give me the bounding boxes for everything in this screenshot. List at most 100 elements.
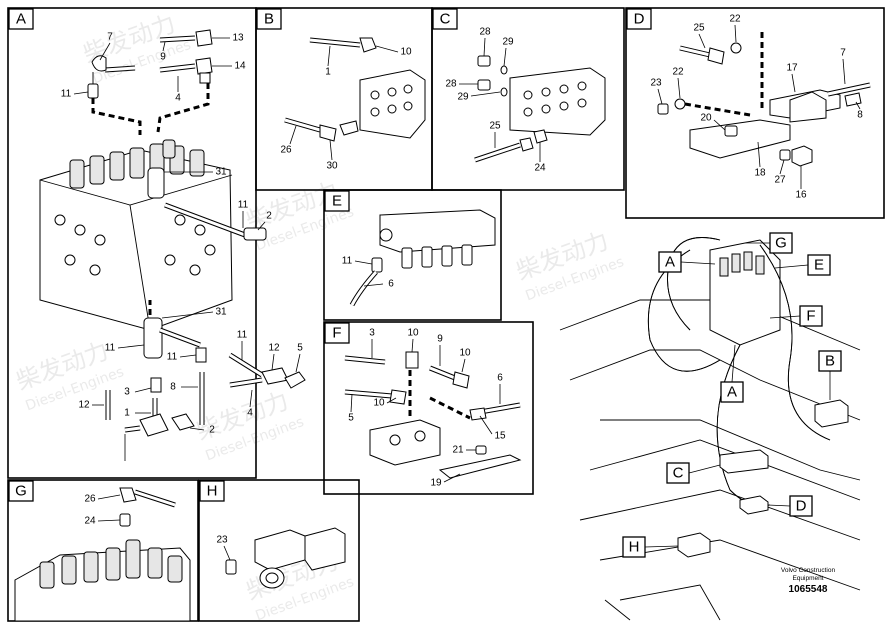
callout: 23 — [216, 535, 228, 546]
callout: 29 — [457, 92, 469, 103]
callout: 10 — [459, 348, 471, 359]
panel-tag-h: H — [199, 480, 225, 502]
svg-text:C: C — [673, 465, 684, 482]
svg-text:G: G — [775, 235, 787, 252]
panel-f-drawing — [344, 351, 522, 479]
panel-a-drawing — [39, 29, 306, 437]
panel-b-callouts: 10 1 26 30 — [280, 45, 412, 172]
callout: 25 — [489, 121, 501, 132]
svg-text:A: A — [665, 254, 675, 271]
callout: 14 — [234, 61, 246, 72]
panel-tag-c: C — [432, 8, 458, 30]
panel-c-frame — [431, 7, 625, 191]
callout: 11 — [167, 352, 178, 363]
svg-text:B: B — [825, 353, 835, 370]
footer-company-sub: Equipment — [792, 575, 823, 582]
overview-drawing — [559, 237, 861, 621]
callout: 25 — [693, 23, 705, 34]
panel-e-drawing — [349, 209, 496, 307]
panel-g-drawing — [14, 487, 191, 622]
callout: 27 — [774, 175, 786, 186]
panel-e-frame — [323, 189, 502, 321]
panel-tag-g: G — [8, 480, 34, 502]
callout: 1 — [325, 67, 331, 78]
callout: 7 — [107, 32, 113, 43]
callout: 28 — [445, 79, 457, 90]
callout: 17 — [786, 63, 798, 74]
panel-c-callouts: 28 29 28 29 25 24 — [445, 27, 546, 174]
svg-text:A: A — [727, 384, 737, 401]
overview-tags: A G E F B A C D H — [622, 232, 842, 558]
callout: 20 — [700, 113, 712, 124]
callout: 9 — [437, 334, 443, 345]
panel-d-frame — [625, 7, 885, 219]
panel-a-frame — [7, 7, 257, 479]
valve-ports — [54, 214, 216, 276]
overview-tag-a-bottom: A — [720, 344, 744, 403]
panel-b-drawing — [284, 37, 426, 142]
svg-text:G: G — [15, 483, 27, 500]
callout: 10 — [400, 47, 412, 58]
callout: 5 — [297, 343, 303, 354]
overview-tag-c: C — [666, 462, 721, 484]
callout: 15 — [494, 431, 506, 442]
footer-doc-number: 1065548 — [789, 584, 828, 595]
panel-tag-d: D — [626, 8, 652, 30]
callout: 29 — [502, 37, 514, 48]
callout: 11 — [342, 256, 353, 267]
callout: 5 — [348, 413, 354, 424]
callout: 22 — [729, 14, 741, 25]
callout: 11 — [61, 89, 72, 100]
callout: 6 — [388, 279, 394, 290]
callout: 3 — [369, 328, 375, 339]
panel-f-callouts: 3 10 9 10 6 5 10 15 21 19 — [348, 328, 506, 489]
footer-company: Volvo Construction — [781, 567, 836, 574]
callout: 11 — [237, 330, 248, 341]
block-holes — [523, 81, 587, 117]
callout: 31 — [215, 307, 227, 318]
overview-tag-d: D — [767, 495, 813, 517]
callout: 2 — [209, 425, 215, 436]
panel-tag-b: B — [256, 8, 282, 30]
overview-tag-e: E — [774, 254, 831, 276]
panel-g-callouts: 26 24 — [84, 494, 121, 527]
svg-text:A: A — [16, 11, 26, 28]
callout: 11 — [105, 343, 116, 354]
footer: Volvo Construction Equipment 1065548 — [781, 567, 836, 595]
callout: 13 — [232, 33, 244, 44]
callout: 21 — [452, 445, 464, 456]
panel-tag-a: A — [8, 8, 34, 30]
callout: 16 — [795, 190, 807, 201]
callout: 6 — [497, 373, 503, 384]
svg-text:F: F — [332, 325, 341, 342]
callout: 23 — [650, 78, 662, 89]
callout: 10 — [407, 328, 419, 339]
overview-tag-h: H — [622, 536, 679, 558]
callout: 19 — [430, 478, 442, 489]
e-bank-fittings — [401, 244, 473, 269]
svg-text:B: B — [264, 11, 274, 28]
svg-text:H: H — [207, 483, 218, 500]
callout: 2 — [266, 211, 272, 222]
svg-text:D: D — [634, 11, 645, 28]
panel-h-callouts: 23 — [216, 535, 231, 561]
panel-c-drawing — [474, 55, 606, 163]
callout: 11 — [238, 200, 249, 211]
callout: 28 — [479, 27, 491, 38]
svg-text:F: F — [806, 308, 815, 325]
callout: 12 — [268, 343, 280, 354]
callout: 10 — [373, 398, 385, 409]
callout: 18 — [754, 168, 766, 179]
panel-h-frame — [198, 479, 360, 622]
svg-text:E: E — [814, 257, 824, 274]
overview-tag-f: F — [769, 305, 823, 327]
panel-tag-e: E — [324, 190, 350, 212]
panel-a-callouts: 7 13 9 14 11 4 31 11 2 31 11 11 12 5 11 … — [61, 32, 303, 461]
callout: 26 — [84, 494, 96, 505]
callout: 22 — [672, 67, 684, 78]
callout: 26 — [280, 145, 292, 156]
panel-e-callouts: 11 6 — [342, 256, 394, 290]
callout: 24 — [84, 516, 96, 527]
callout: 8 — [170, 382, 176, 393]
callout: 4 — [175, 93, 181, 104]
